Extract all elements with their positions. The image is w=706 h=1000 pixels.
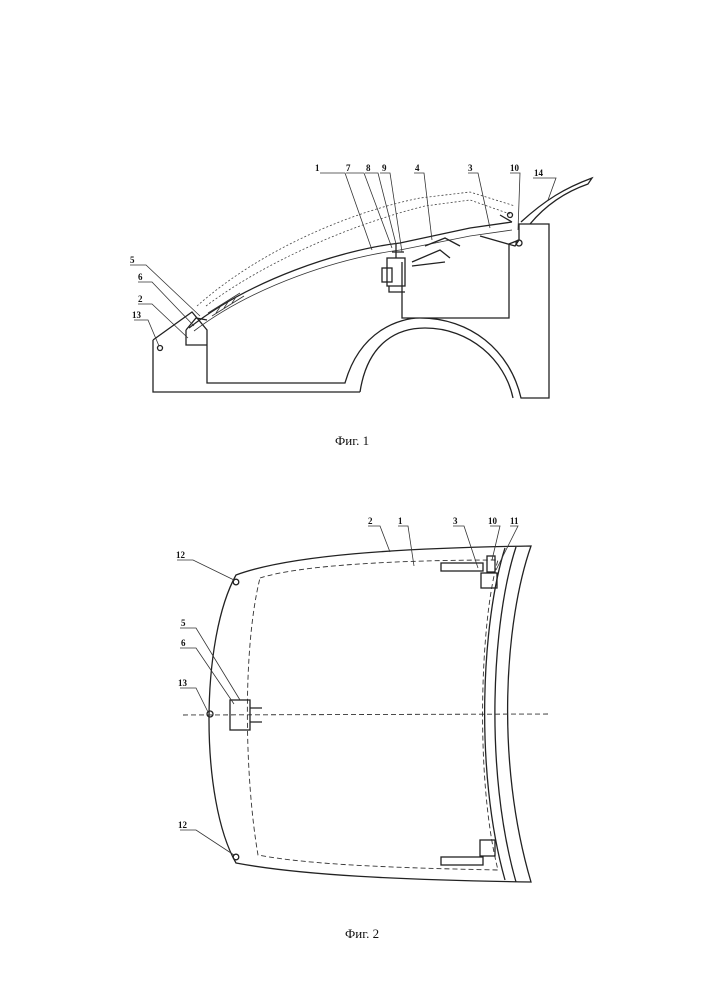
hinge-pivot — [515, 239, 523, 247]
label-14: 14 — [534, 168, 544, 178]
centre-axis — [182, 713, 549, 716]
point-12-bottom — [232, 853, 240, 861]
hinge-top-post — [486, 555, 496, 573]
hinge-top-arm — [440, 562, 484, 572]
body-outline — [152, 223, 550, 399]
hood-lower — [193, 229, 513, 332]
label-2: 2 — [368, 516, 373, 526]
rear-hinge — [479, 214, 520, 247]
label-1: 1 — [398, 516, 403, 526]
label-11: 11 — [510, 516, 519, 526]
label-12-top: 12 — [176, 550, 186, 560]
hinge-pivot-open — [506, 211, 514, 219]
label-7: 7 — [346, 163, 351, 173]
label-8: 8 — [366, 163, 371, 173]
label-10: 10 — [488, 516, 498, 526]
label-10: 10 — [510, 163, 520, 173]
windshield — [520, 176, 594, 225]
label-3: 3 — [453, 516, 458, 526]
hood-outline — [208, 545, 532, 883]
inner-panel — [246, 559, 499, 871]
hinge-linkage — [411, 237, 461, 267]
label-9: 9 — [382, 163, 387, 173]
label-5: 5 — [130, 255, 135, 265]
figure-1-caption: Фиг. 1 — [335, 433, 370, 448]
bumper-block — [185, 317, 208, 346]
label-12-bottom: 12 — [178, 820, 188, 830]
label-1: 1 — [315, 163, 320, 173]
point-12-top — [232, 578, 240, 586]
wheel-arch-inner — [359, 327, 514, 399]
hinge-bottom-arm — [440, 856, 484, 866]
label-13: 13 — [178, 678, 188, 688]
hood-main — [188, 221, 513, 329]
label-4: 4 — [415, 163, 420, 173]
label-5: 5 — [181, 618, 186, 628]
label-13: 13 — [132, 310, 142, 320]
leader-lines-fig2 — [177, 525, 519, 856]
leader-lines-fig1 — [130, 172, 557, 347]
hinge-top-block — [480, 572, 498, 589]
figure-2-caption: Фиг. 2 — [345, 926, 380, 941]
hood-open-position — [196, 191, 516, 307]
point-13 — [206, 710, 214, 718]
figure-1-drawing: 1 7 8 9 4 3 10 14 5 6 2 13 — [130, 163, 594, 399]
point-13 — [156, 344, 164, 352]
figure-2-drawing: 2 1 3 10 11 12 5 6 13 12 — [176, 516, 549, 883]
hood-seal — [207, 292, 245, 317]
hinge-bottom-block — [479, 839, 496, 857]
actuator-cap — [381, 267, 393, 283]
hood-open-position-2 — [205, 199, 511, 307]
label-6: 6 — [181, 638, 186, 648]
label-2: 2 — [138, 294, 143, 304]
lock-bracket — [250, 707, 262, 723]
label-3: 3 — [468, 163, 473, 173]
label-6: 6 — [138, 272, 143, 282]
hood-rear-edge-1 — [494, 546, 517, 883]
